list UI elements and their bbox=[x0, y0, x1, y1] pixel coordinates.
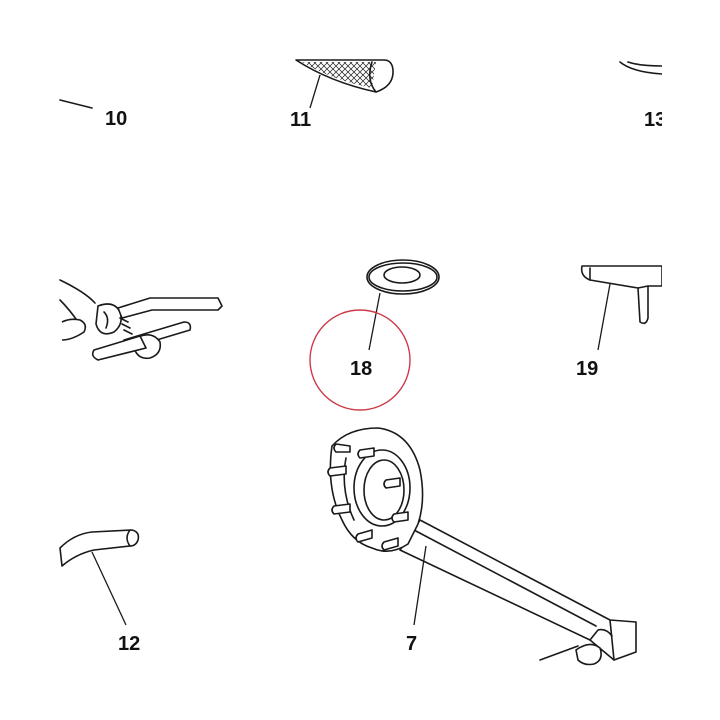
label-10: 10 bbox=[105, 108, 127, 130]
leader-11 bbox=[309, 74, 321, 109]
leader-18 bbox=[368, 292, 381, 351]
part-19-bracket bbox=[580, 265, 662, 325]
label-11: 11 bbox=[290, 109, 311, 131]
part-clamp-assembly bbox=[59, 279, 223, 361]
part-11-knurled-handle bbox=[295, 59, 394, 93]
leader-7 bbox=[413, 545, 427, 626]
part-18-washer bbox=[366, 259, 440, 295]
part-13-hook bbox=[619, 61, 662, 75]
highlight-circle-18 bbox=[309, 309, 411, 411]
label-7: 7 bbox=[406, 633, 417, 655]
label-13: 13 bbox=[644, 109, 666, 131]
part-10-rod bbox=[59, 99, 93, 109]
label-19: 19 bbox=[576, 358, 598, 380]
leader-12 bbox=[91, 551, 127, 626]
label-18: 18 bbox=[350, 358, 372, 380]
part-12-bent-rod bbox=[59, 529, 140, 567]
leader-19 bbox=[597, 283, 611, 351]
part-7-spanner-wrench bbox=[327, 427, 637, 666]
label-12: 12 bbox=[118, 633, 140, 655]
